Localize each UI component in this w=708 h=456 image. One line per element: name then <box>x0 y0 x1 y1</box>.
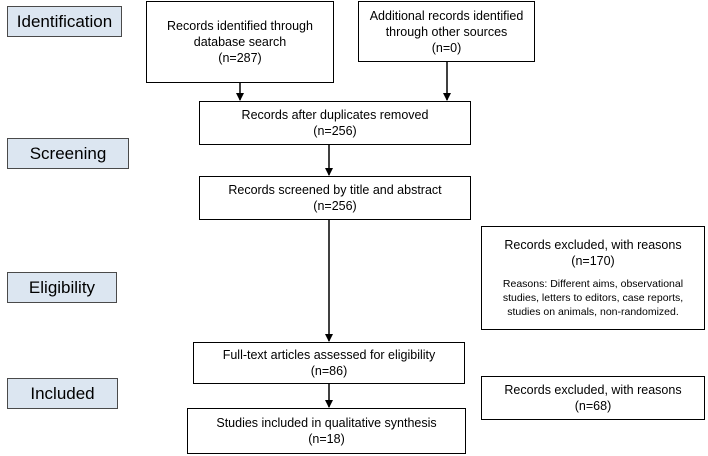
box-text: Additional records identified <box>369 8 524 23</box>
box-other-sources: Additional records identified through ot… <box>358 1 535 62</box>
record-count: (n=86) <box>310 364 348 378</box>
box-text: Records excluded, with reasons <box>504 238 682 252</box>
record-count: (n=287) <box>218 51 262 65</box>
box-database-search: Records identified through database sear… <box>146 1 334 83</box>
box-text: Studies included in qualitative synthesi… <box>216 416 437 430</box>
phase-screening: Screening <box>7 138 129 169</box>
reason-line: studies on animals, non-randomized. <box>507 306 679 318</box>
exclusion-reasons: Reasons: Different aims, observational s… <box>503 277 683 319</box>
box-text: Records excluded, with reasons <box>504 383 682 397</box>
record-count: (n=0) <box>431 40 462 55</box>
record-count: (n=256) <box>313 199 357 213</box>
box-text: through other sources <box>385 24 508 39</box>
box-text: Records screened by title and abstract <box>228 183 442 197</box>
reason-line: studies, letters to editors, case report… <box>502 292 684 304</box>
record-count: (n=256) <box>313 124 357 138</box>
record-count: (n=18) <box>308 432 345 446</box>
box-text: database search <box>193 35 287 49</box>
reason-line: Reasons: Different aims, observational <box>502 278 684 290</box>
box-text: Records identified through <box>167 19 313 33</box>
box-excluded-screening: Records excluded, with reasons (n=170) R… <box>481 226 705 330</box>
box-excluded-fulltext: Records excluded, with reasons (n=68) <box>481 376 705 420</box>
record-count: (n=68) <box>574 399 612 413</box>
box-text: Full-text articles assessed for eligibil… <box>222 348 436 362</box>
box-screened: Records screened by title and abstract (… <box>199 176 471 220</box>
record-count: (n=170) <box>571 254 615 268</box>
box-fulltext-assessed: Full-text articles assessed for eligibil… <box>193 342 465 384</box>
phase-identification: Identification <box>7 6 122 37</box>
phase-eligibility: Eligibility <box>7 272 117 303</box>
box-included-studies: Studies included in qualitative synthesi… <box>187 408 466 454</box>
phase-included: Included <box>7 378 118 409</box>
box-duplicates-removed: Records after duplicates removed (n=256) <box>199 101 471 145</box>
box-text: Records after duplicates removed <box>241 108 429 122</box>
